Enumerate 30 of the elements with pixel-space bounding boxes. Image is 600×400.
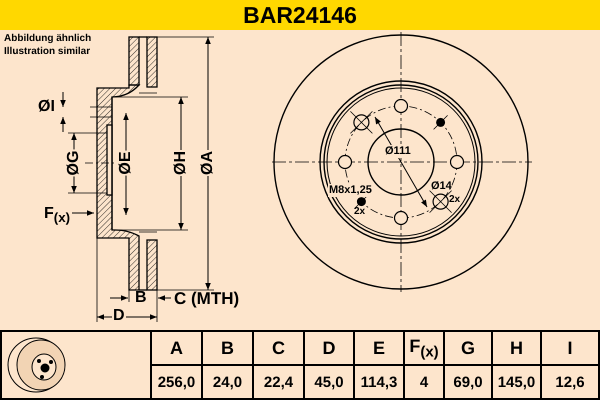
column-header: F$_{(x)}$ (405, 332, 443, 364)
title: BAR24146 (243, 2, 357, 28)
dimension-label: ØI (38, 99, 55, 115)
table-value: 24,0 (203, 366, 252, 398)
note-text: Abbildung ähnlich (4, 34, 92, 44)
table-value: 145,0 (493, 366, 540, 398)
column-header: B (203, 332, 252, 364)
dimension-label: Ø14 (431, 181, 452, 192)
dimension-label: C (MTH) (174, 290, 240, 307)
table-value: 12,6 (542, 366, 598, 398)
column-header: C (254, 332, 303, 364)
table-value: 45,0 (305, 366, 353, 398)
note-text: Illustration similar (4, 47, 90, 57)
table-value: 22,4 (254, 366, 303, 398)
column-header: G (445, 332, 491, 364)
column-header: H (493, 332, 540, 364)
dimension-label: F$_{(x)}$ (44, 206, 70, 225)
table-value: 69,0 (445, 366, 491, 398)
dimension-label: M8x1,25 (328, 184, 373, 197)
column-header: E (355, 332, 403, 364)
dimension-label: 2x (354, 207, 366, 217)
table-value: 256,0 (152, 366, 201, 398)
column-header: I (542, 332, 598, 364)
table-value: 4 (405, 366, 443, 398)
table-value: 114,3 (355, 366, 403, 398)
dimension-label: Ø111 (384, 145, 412, 158)
dimension-label: B (135, 290, 147, 306)
column-header: D (305, 332, 353, 364)
column-header: A (152, 332, 201, 364)
dimension-label: 2x (449, 195, 460, 205)
